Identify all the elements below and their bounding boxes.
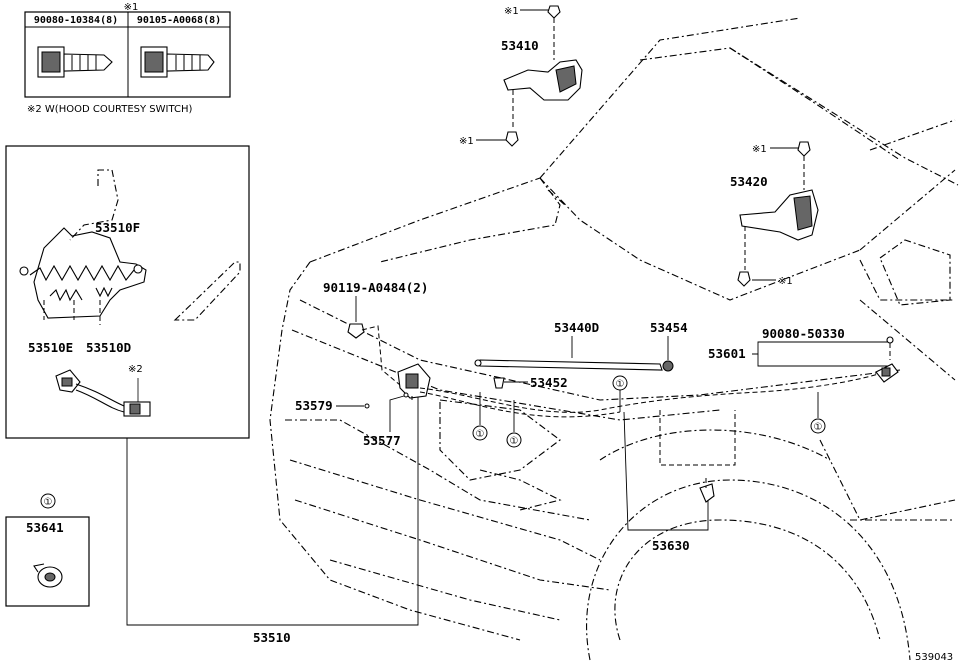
hinge-right-mark-top: ※1 (752, 144, 767, 155)
hood-hinge-right: ※1 53420 ※1 (730, 141, 819, 287)
hood-support-rod: 53440D 53454 53452 (474, 320, 688, 390)
label-53454: 53454 (650, 320, 688, 335)
label-53641: 53641 (26, 520, 64, 535)
label-53510: 53510 (253, 630, 291, 645)
hood-lock-on-vehicle: 90119-A0484(2) 53579 53577 (295, 280, 431, 448)
hex-bolt-icon (140, 46, 215, 78)
label-90119-a0484: 90119-A0484(2) (323, 280, 428, 295)
label-53577: 53577 (363, 433, 401, 448)
hood-hinge-left: ※1 53410 ※1 (459, 5, 583, 147)
hinge-right-mark-bottom: ※1 (778, 276, 793, 287)
clip-detail: ① 53641 (5, 493, 90, 607)
clip-locations: ① ① ① ① (472, 375, 826, 448)
clip-ref-3: ① (616, 379, 625, 390)
hood-insulator: 53630 (623, 411, 715, 553)
lock-spring (19, 264, 143, 282)
hood-lock-detail: 53510F 53510E 53510D ※2 (5, 145, 250, 439)
flange-bolt-icon (37, 46, 113, 78)
label-53420: 53420 (730, 174, 768, 189)
clip-ref-4: ① (814, 422, 823, 433)
label-53510e: 53510E (28, 340, 73, 355)
clip-ref-mark: ① (44, 497, 53, 508)
label-53601: 53601 (708, 346, 746, 361)
hinge-left-mark-bottom: ※1 (459, 136, 474, 147)
fastener-legend: ※1 90080-10384(8) 90105-A0068(8) ※2 W(HO… (24, 2, 231, 115)
label-53440d: 53440D (554, 320, 599, 335)
vehicle-body-outline (269, 17, 959, 661)
drawing-id: 539043 (915, 652, 953, 663)
legend-bolt-2: 90105-A0068(8) (137, 15, 221, 26)
clip-ref-2: ① (510, 436, 519, 447)
label-53630: 53630 (652, 538, 690, 553)
hinge-left-mark-top: ※1 (504, 6, 519, 17)
label-53510f: 53510F (95, 220, 140, 235)
hood-courtesy-switch: ※2 (55, 364, 151, 417)
label-53510d: 53510D (86, 340, 131, 355)
legend-note-mark: ※1 (124, 2, 139, 13)
clip-ref-1: ① (476, 429, 485, 440)
legend-bolt-1: 90080-10384(8) (34, 15, 118, 26)
label-53410: 53410 (501, 38, 539, 53)
label-90080-50330: 90080-50330 (762, 326, 845, 341)
label-53579: 53579 (295, 398, 333, 413)
switch-mark: ※2 (128, 364, 143, 375)
legend-footnote: ※2 W(HOOD COURTESY SWITCH) (27, 104, 193, 115)
label-53452: 53452 (530, 375, 568, 390)
hood-seal-wire: 53601 90080-50330 (419, 326, 899, 418)
